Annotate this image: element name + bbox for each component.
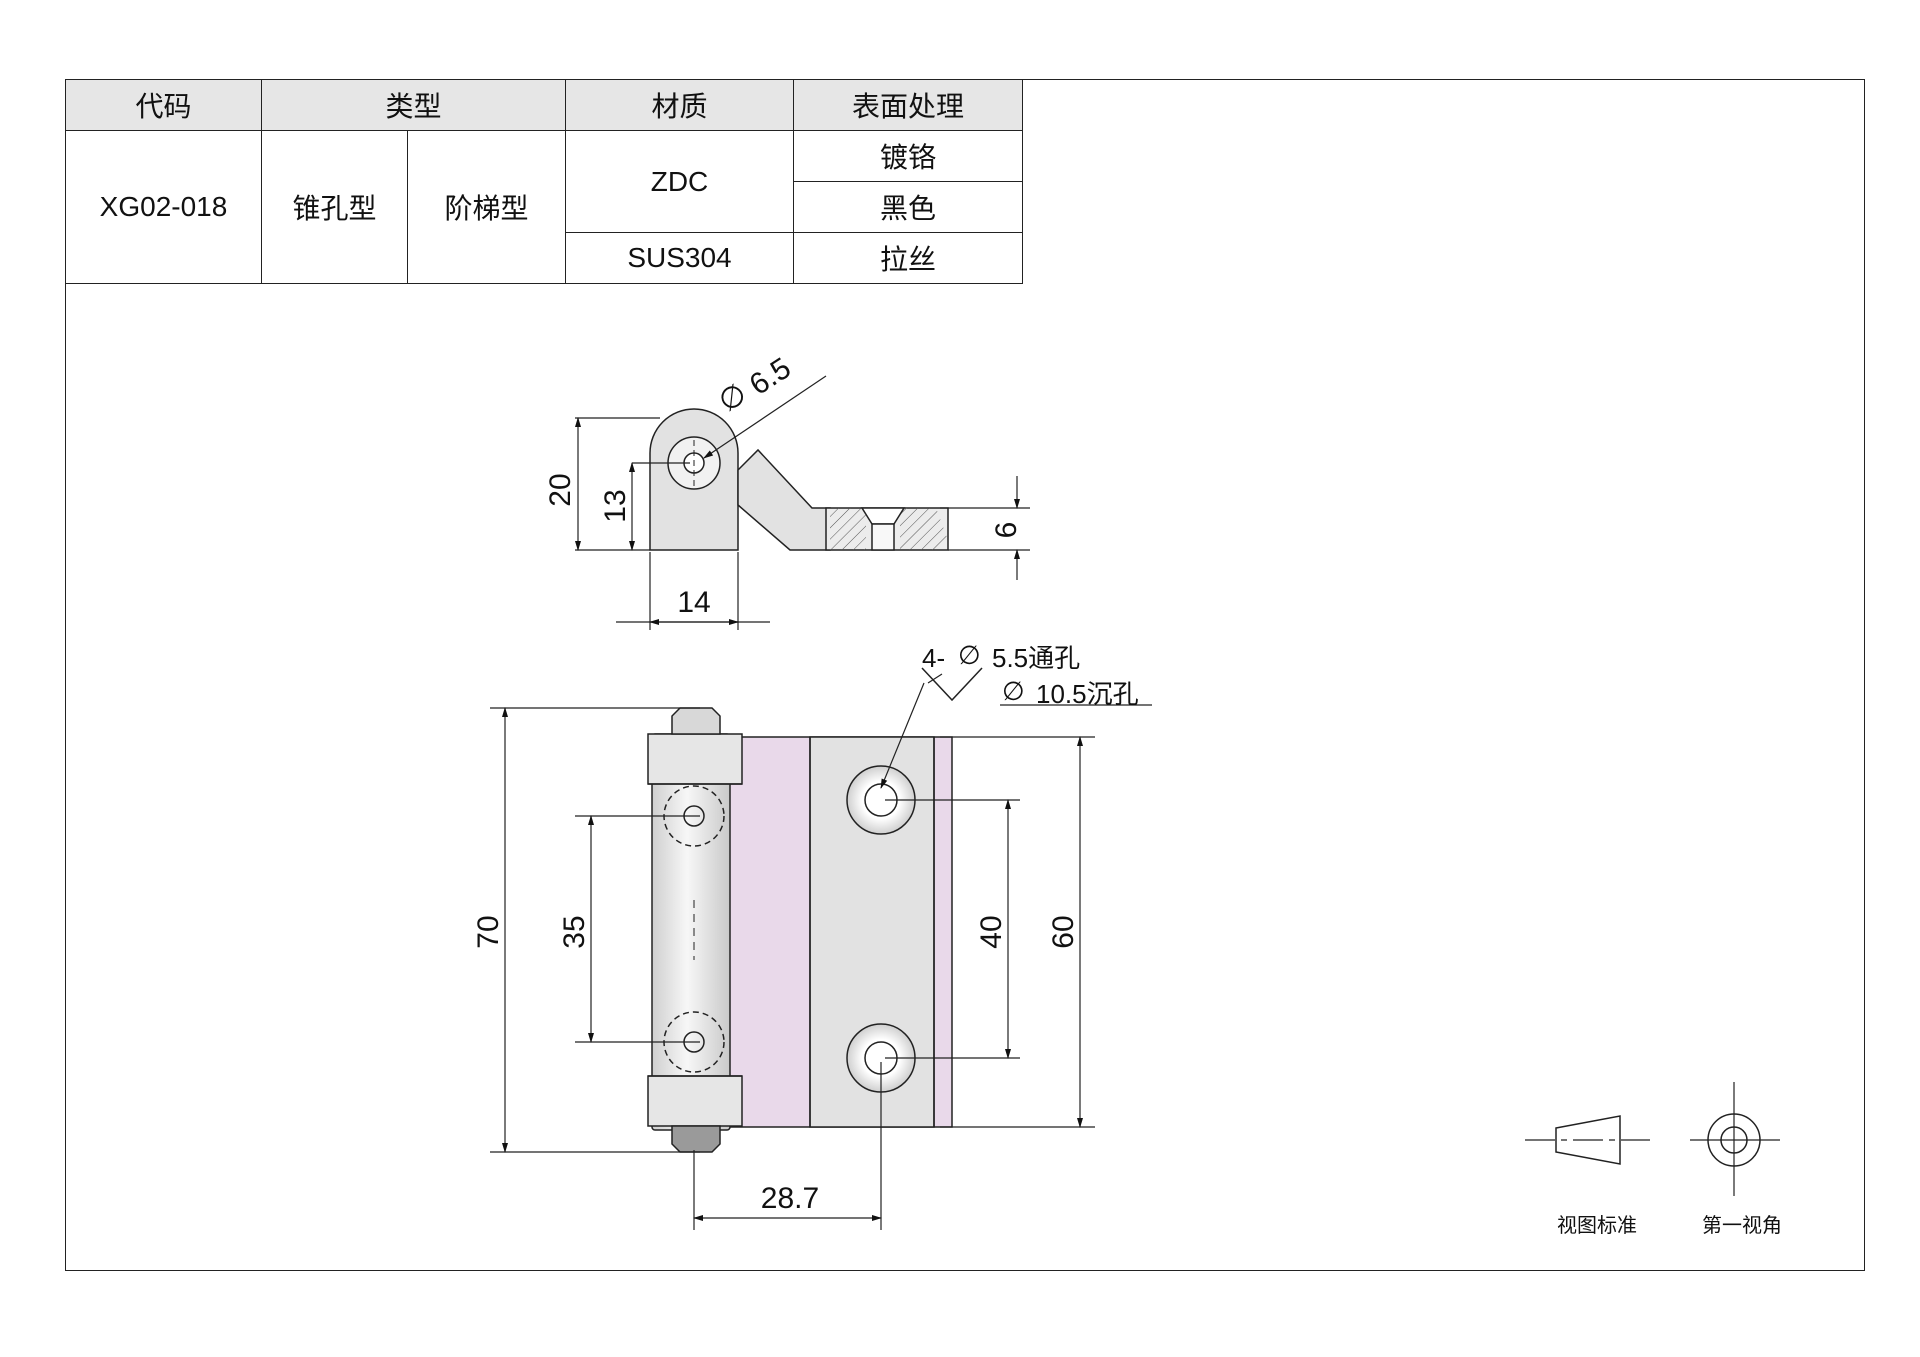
side-section-hatch-left bbox=[830, 508, 866, 550]
front-knuckle-top bbox=[647, 733, 743, 785]
cell-type-b: 阶梯型 bbox=[407, 130, 566, 284]
dim-pin-diameter-symbol: ∅ bbox=[713, 377, 753, 419]
cell-finish-1: 镀铬 bbox=[793, 130, 1023, 182]
header-finish: 表面处理 bbox=[793, 79, 1023, 131]
dim-knuckle-width: 14 bbox=[677, 586, 710, 619]
cell-material-2: SUS304 bbox=[565, 232, 794, 284]
dim-leaf-length: 60 bbox=[1047, 915, 1080, 948]
projection-symbol bbox=[1525, 1082, 1780, 1196]
side-through-hole bbox=[871, 523, 895, 551]
dim-overall-height: 20 bbox=[544, 473, 577, 506]
cell-code: XG02-018 bbox=[65, 130, 262, 284]
projection-standard-label: 视图标准 bbox=[1557, 1213, 1637, 1237]
hole-note-counterbore: 10.5沉孔 bbox=[1036, 679, 1139, 709]
side-inclined-arm bbox=[737, 448, 831, 551]
front-pin-barrel bbox=[651, 733, 731, 1131]
table-row: XG02-018 锥孔型 阶梯型 ZDC 镀铬 bbox=[65, 130, 1023, 284]
countersink-symbol bbox=[921, 667, 983, 702]
side-view bbox=[575, 375, 1030, 630]
dim-hole-offset: 28.7 bbox=[761, 1182, 819, 1215]
hole-note-dia-symbol-1: ∅ bbox=[958, 640, 981, 670]
dim-right-hole-pitch: 40 bbox=[975, 915, 1008, 948]
table-row: 黑色 bbox=[66, 181, 1023, 233]
side-section-hatch-right bbox=[900, 508, 948, 550]
table-row: SUS304 拉丝 bbox=[66, 232, 1023, 284]
dim-pin-diameter: 6.5 bbox=[744, 351, 797, 401]
front-knuckle-bottom bbox=[647, 1075, 743, 1127]
projection-angle-label: 第一视角 bbox=[1702, 1213, 1782, 1237]
cell-finish-3: 拉丝 bbox=[793, 232, 1023, 284]
dim-overall-length: 70 bbox=[472, 915, 505, 948]
header-material: 材质 bbox=[565, 79, 794, 131]
hole-note-dia-symbol-2: ∅ bbox=[1002, 676, 1025, 706]
dim-pivot-height: 13 bbox=[599, 489, 632, 522]
table-header-row: 代码 类型 材质 表面处理 bbox=[65, 79, 1023, 131]
dim-left-hole-pitch: 35 bbox=[558, 915, 591, 948]
front-pin-cap-top bbox=[671, 707, 721, 735]
front-view bbox=[490, 667, 1152, 1230]
dim-leaf-thickness: 6 bbox=[990, 522, 1023, 539]
spec-table: 代码 类型 材质 表面处理 XG02-018 锥孔型 阶梯型 ZDC 镀铬 黑色… bbox=[65, 79, 1023, 284]
hole-note-count: 4- bbox=[922, 643, 945, 673]
front-view-dimensions: 4- ∅ 5.5通孔 ∅ 10.5沉孔 70 35 40 60 28.7 bbox=[472, 640, 1139, 1215]
front-pin-cap-bottom bbox=[671, 1125, 721, 1153]
cell-finish-2: 黑色 bbox=[793, 181, 1023, 233]
cell-material-1: ZDC bbox=[565, 130, 794, 233]
hole-note-through: 5.5通孔 bbox=[992, 643, 1080, 673]
header-type: 类型 bbox=[261, 79, 566, 131]
